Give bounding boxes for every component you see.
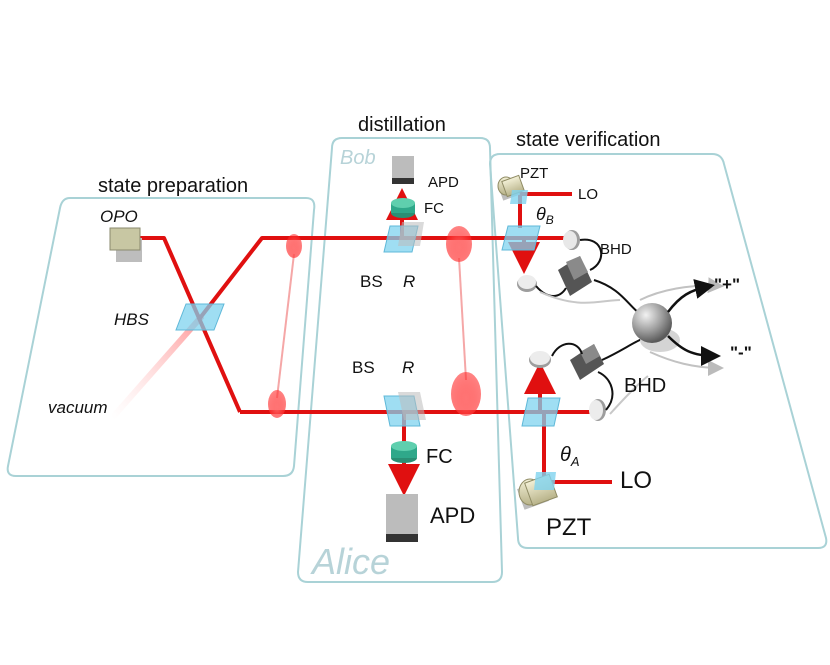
bhd-bottom-cable-shadow (609, 375, 649, 415)
bhd-top-label: BHD (600, 241, 632, 258)
bob-fc-label: FC (424, 200, 444, 217)
state-verification-title: state verification (516, 129, 661, 151)
upper-arm-beam (198, 236, 510, 320)
bhd-bottom-detector-a (529, 351, 551, 368)
alice-beam-splitter-shadow (398, 392, 426, 420)
bhd-bottom-splitter (521, 397, 561, 427)
bhd-top-detector-b (517, 275, 537, 292)
vacuum-label: vacuum (48, 398, 108, 417)
vacuum-beam (109, 314, 205, 420)
state-preparation-title: state preparation (98, 175, 248, 197)
hybrid-combiner (632, 303, 672, 343)
bhd-top-cable (579, 238, 603, 271)
alice-r-label: R (402, 358, 414, 377)
bob-bs-label: BS (360, 272, 383, 291)
bob-fiber-coupler (391, 198, 415, 218)
state-preparation-panel (6, 197, 316, 477)
hbs-splitter (175, 303, 225, 331)
bhd-bottom-cable (597, 371, 614, 411)
alice-label: Alice (310, 541, 390, 582)
mode-lobe (286, 234, 302, 258)
opo-output-beam (140, 236, 242, 413)
bhd-top-amplifier (558, 256, 592, 296)
bhd-top-detector-a (563, 230, 580, 250)
pzt-top-label: PZT (520, 165, 548, 182)
mode-lobe (451, 372, 481, 416)
theta-top-label: θB (536, 204, 554, 227)
pzt-bottom-mirror (534, 472, 556, 490)
bhd-bottom-detector-b (589, 399, 606, 421)
bob-r-label: R (403, 272, 415, 291)
output-plus-arrow (667, 279, 715, 313)
bhd-top-splitter (501, 225, 541, 251)
bhd-bottom-amplifier (570, 344, 604, 380)
hbs-label: HBS (114, 310, 150, 329)
bob-beam-splitter-shadow (398, 222, 424, 246)
alice-fc-label: FC (426, 446, 453, 468)
entanglement-link-left (276, 253, 295, 399)
state-verification-panel (488, 153, 828, 549)
bob-label: Bob (340, 147, 376, 169)
bob-apd-label: APD (428, 174, 459, 191)
bhd-top-cable-shadow (539, 291, 621, 304)
alice-bs-label: BS (352, 358, 375, 377)
alice-apd-label: APD (430, 503, 475, 528)
alice-fiber-coupler (391, 441, 417, 463)
mode-lobe (446, 226, 472, 262)
output-plus-label: "+" (714, 275, 740, 294)
combiner-shadow-bottom (649, 351, 724, 376)
alice-apd (386, 494, 418, 542)
pzt-top-mirror (510, 190, 528, 204)
bhd-bottom-cable (551, 342, 583, 357)
mode-lobe (268, 390, 286, 418)
opo-label: OPO (100, 207, 138, 226)
distillation-title: distillation (358, 114, 446, 136)
bhd-top-cable (535, 285, 567, 297)
opo-box (109, 227, 142, 262)
output-minus-arrow (667, 335, 721, 366)
theta-bottom-label: θA (560, 444, 580, 469)
lo-top-label: LO (578, 186, 598, 203)
output-minus-label: "-" (730, 343, 752, 362)
bhd-bottom-label: BHD (624, 375, 666, 397)
pzt-bottom-label: PZT (546, 514, 592, 541)
bob-apd (392, 156, 414, 184)
lo-bottom-label: LO (620, 467, 652, 494)
entanglement-link-right (458, 257, 467, 381)
distillation-panel (296, 137, 504, 583)
